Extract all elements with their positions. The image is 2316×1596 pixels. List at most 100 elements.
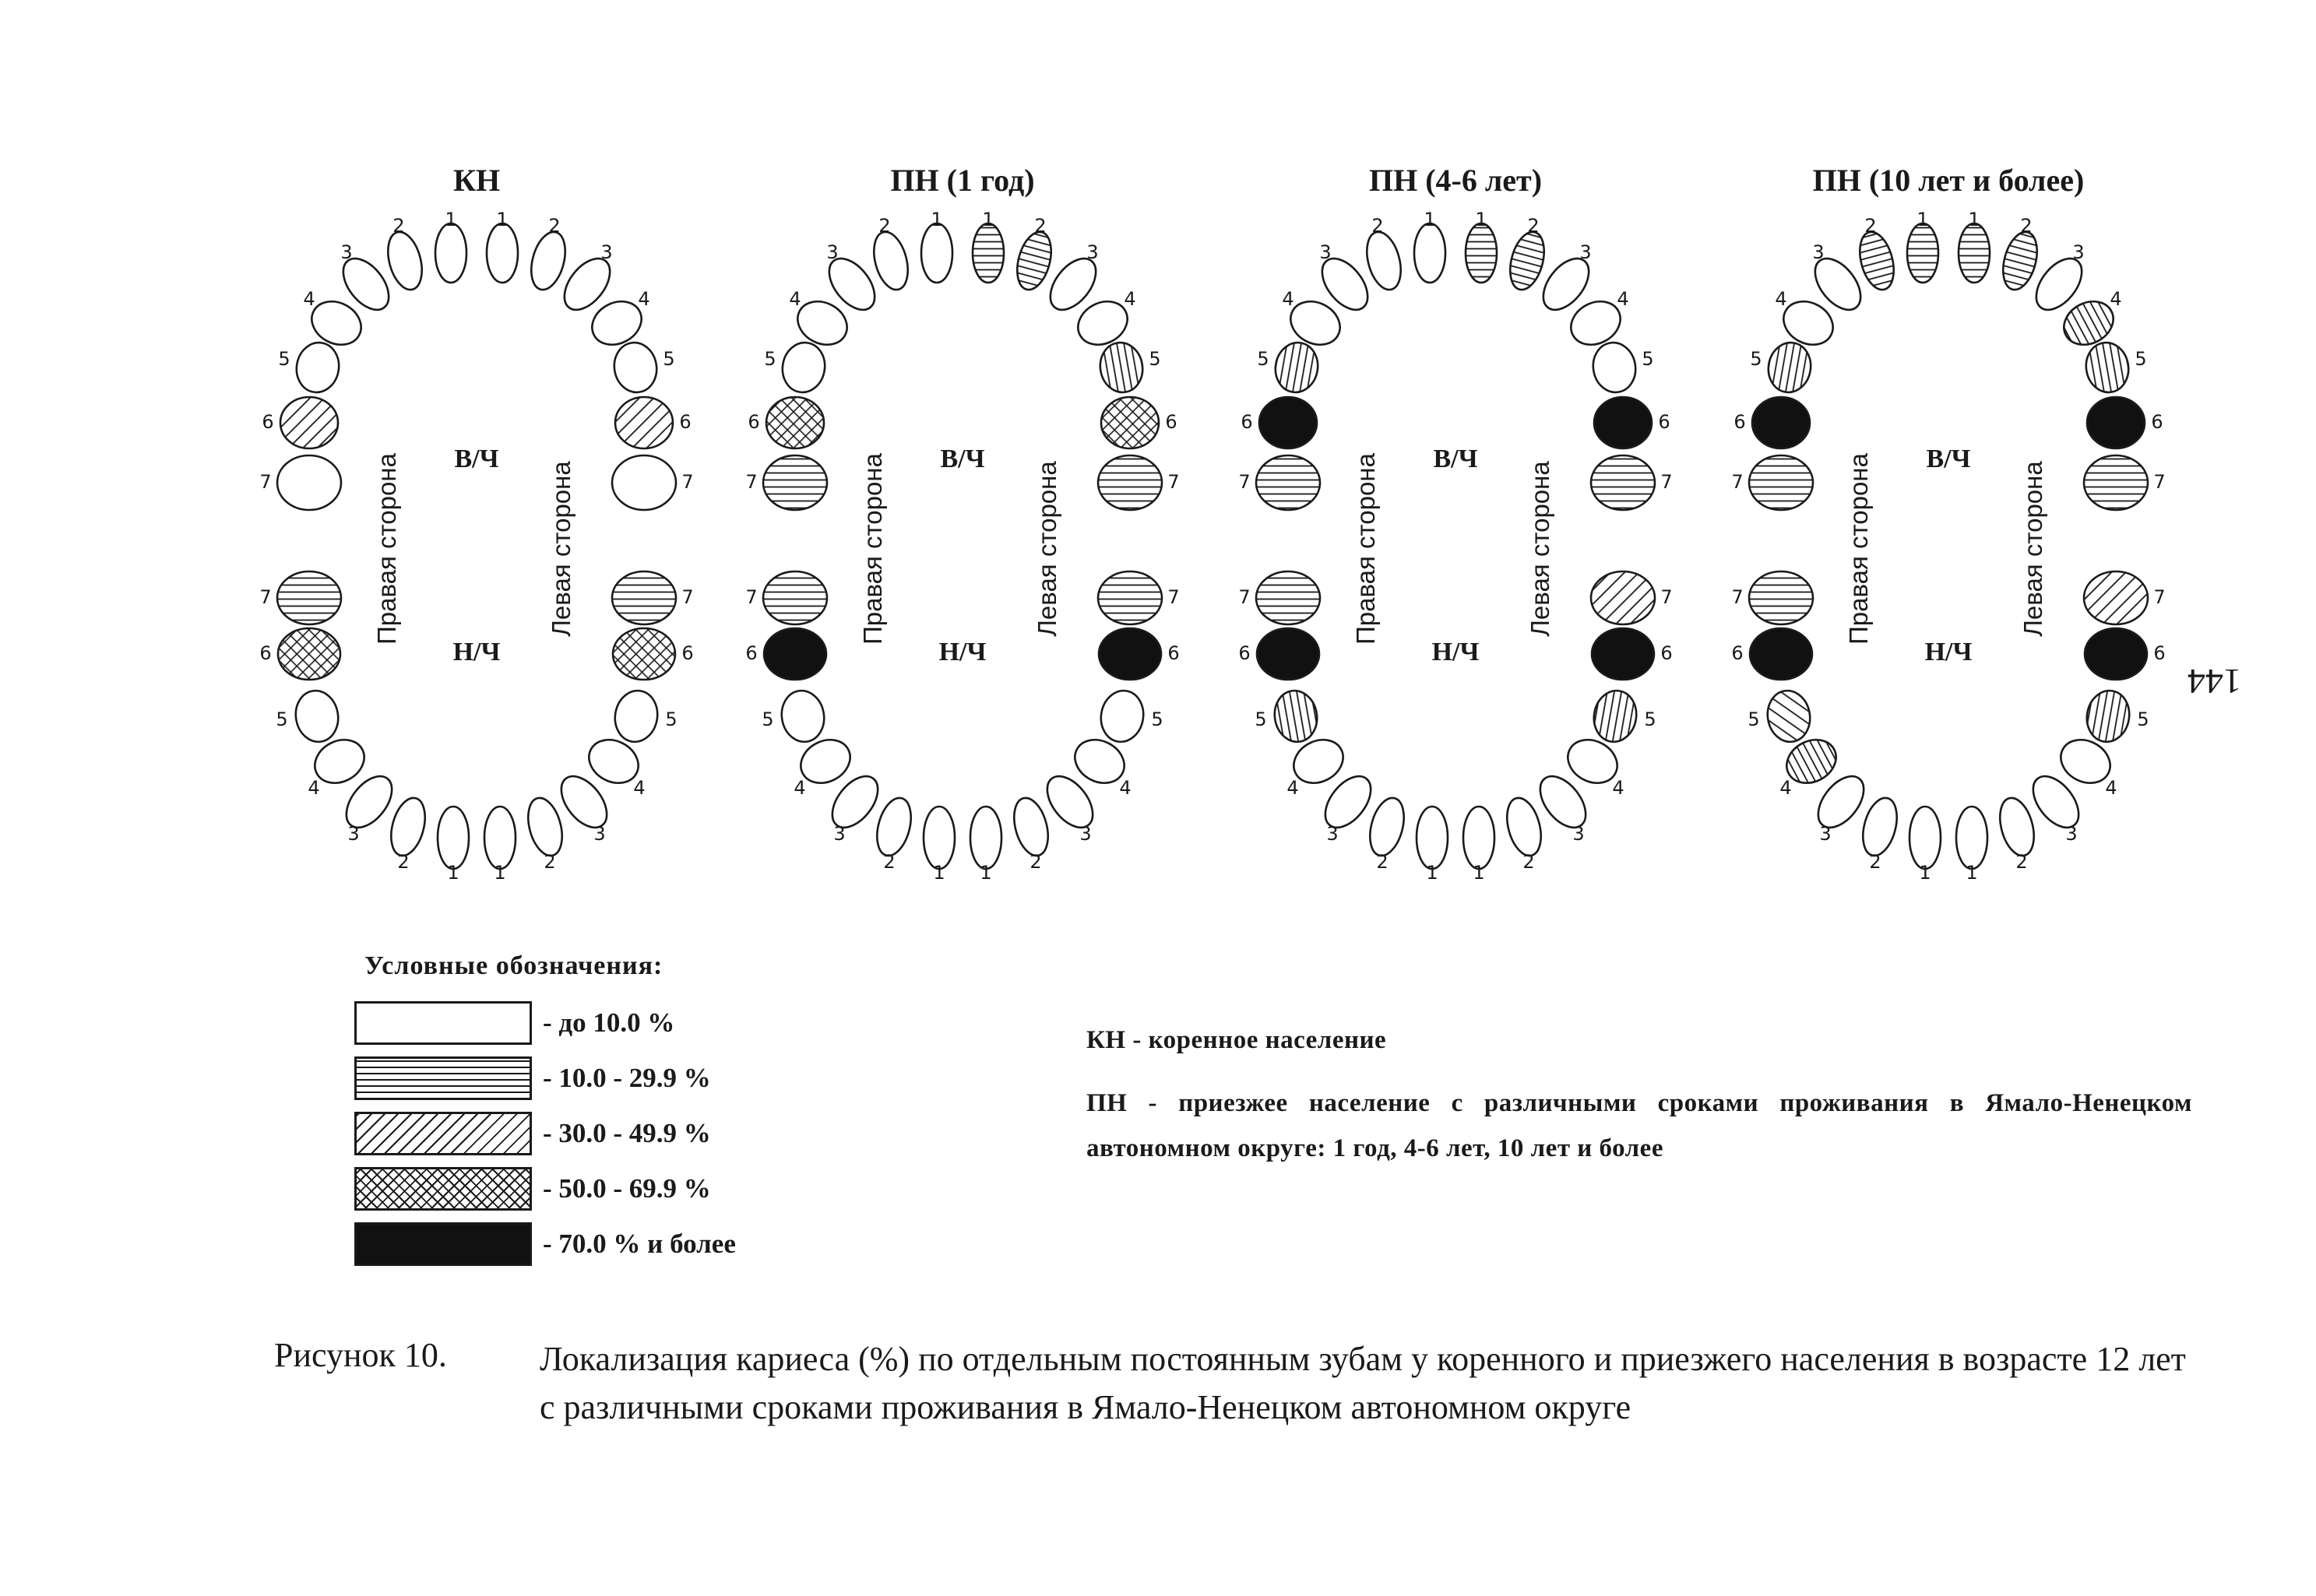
tooth-number: 5 [2135,348,2146,370]
tooth-number: 2 [1527,215,1539,237]
tooth-number: 3 [340,241,352,263]
tooth-number: 4 [633,777,645,799]
tooth-6 [614,395,674,450]
tooth-number: 2 [1034,215,1046,237]
legend-label: - до 10.0 % [543,1007,675,1038]
tooth-number: 4 [789,288,801,310]
tooth-7 [276,454,343,511]
tooth-number: 3 [1086,241,1098,263]
tooth-number: 6 [745,642,757,664]
tooth-1 [969,805,1003,870]
tooth-number: 6 [1660,642,1672,664]
tooth-number: 1 [1424,209,1435,230]
tooth-3 [1046,775,1094,829]
tooth-number: 7 [2153,586,2165,608]
legend-item-crosshatch: - 50.0 - 69.9 % [354,1165,711,1212]
figure-label: Рисунок 10. [274,1336,447,1374]
tooth-1 [1906,222,1940,284]
tooth-3 [828,257,876,311]
tooth-number: 6 [679,411,691,433]
tooth-4 [1786,739,1837,784]
tooth-number: 3 [600,241,612,263]
tooth-number: 4 [1775,288,1786,310]
tooth-number: 5 [1151,708,1163,730]
tooth-7 [1748,570,1814,626]
tooth-number: 7 [1167,586,1179,608]
tooth-4 [1570,301,1621,346]
tooth-number: 6 [748,411,759,433]
tooth-number: 6 [1731,642,1743,664]
tooth-number: 3 [1326,823,1338,845]
tooth-3 [342,257,390,311]
tooth-number: 6 [259,642,271,664]
tooth-2 [1369,796,1405,857]
tooth-5 [2085,341,2130,394]
tooth-1 [485,222,519,284]
tooth-number: 4 [303,288,315,310]
tooth-1 [1908,805,1942,870]
tooth-number: 1 [1968,209,1980,230]
tooth-3 [1324,775,1372,829]
tooth-5 [613,341,658,394]
tooth-number: 1 [1426,862,1438,884]
tooth-number: 5 [762,708,773,730]
left-side-label: Левая сторона [1033,461,1061,637]
lower-jaw-label: Н/Ч [939,638,987,666]
tooth-2 [1999,796,2035,857]
legend-label: - 10.0 - 29.9 % [543,1063,711,1093]
dental-charts: КН 1 1 2 2 3 3 4 4 5 5 6 6 7 7 1 1 2 2 3 3 4 4 5 5 6 6 7 7 В/Ч Н/Ч Прав… [259,163,2165,884]
tooth-2 [390,796,426,857]
tooth-7 [1096,454,1163,511]
tooth-6 [1590,627,1656,681]
tooth-number: 5 [278,348,290,370]
tooth-2 [1862,796,1898,857]
tooth-number: 5 [1149,348,1160,370]
tooth-5 [1100,689,1145,744]
tooth-3 [1049,257,1097,311]
tooth-number: 1 [1919,862,1931,884]
tooth-number: 6 [1658,411,1670,433]
tooth-number: 4 [638,288,649,310]
tooth-7 [1096,570,1163,626]
tooth-number: 2 [392,215,404,237]
legend-swatch-diagonal [354,1112,532,1155]
tooth-number: 1 [1917,209,1928,230]
upper-jaw-label: В/Ч [1433,445,1477,473]
tooth-number: 7 [1731,471,1743,493]
tooth-number: 2 [544,851,555,873]
tooth-2 [1016,230,1052,291]
tooth-5 [295,341,340,394]
tooth-5 [1767,341,1812,394]
tooth-number: 5 [1257,348,1269,370]
tooth-number: 2 [1376,851,1388,873]
tooth-number: 7 [745,471,757,493]
tooth-number: 2 [1522,851,1534,873]
upper-jaw-label: В/Ч [940,445,984,473]
tooth-number: 7 [1238,586,1250,608]
lower-jaw-label: Н/Ч [1432,638,1480,666]
tooth-6 [2083,627,2149,681]
tooth-6 [1593,395,1653,450]
tooth-5 [1273,689,1318,744]
chart-title: КН [453,163,500,198]
right-side-label: Правая сторона [1351,452,1380,645]
tooth-number: 5 [2137,708,2149,730]
tooth-number: 3 [1579,241,1591,263]
tooth-number: 7 [259,471,271,493]
tooth-6 [1258,395,1318,450]
tooth-5 [1592,341,1637,394]
upper-jaw-label: В/Ч [454,445,498,473]
tooth-4 [1567,739,1618,784]
tooth-2 [530,230,566,291]
legend-item-diagonal: - 30.0 - 49.9 % [354,1110,711,1157]
tooth-7 [2082,454,2149,511]
tooth-6 [1748,627,1814,681]
tooth-4 [800,739,851,784]
tooth-number: 1 [1966,862,1977,884]
right-side-label: Правая сторона [858,452,887,645]
lower-jaw-label: Н/Ч [1925,638,1973,666]
tooth-number: 6 [1165,411,1177,433]
tooth-4 [2060,739,2111,784]
tooth-3 [1321,257,1369,311]
tooth-number: 4 [2110,288,2121,310]
